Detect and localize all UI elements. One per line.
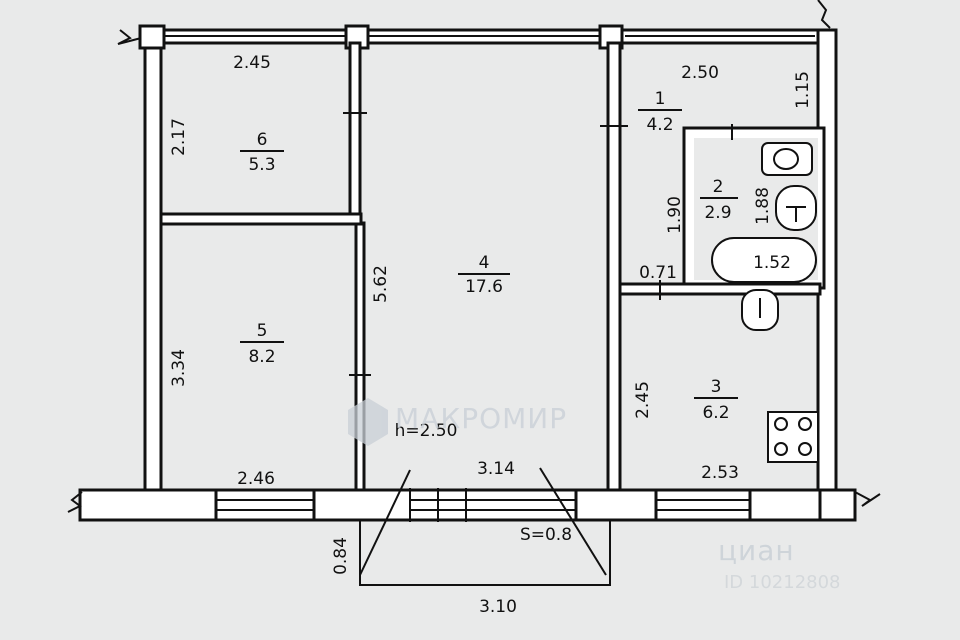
dim-door-width: 0.71 bbox=[639, 263, 677, 283]
dim-room4-height: 5.62 bbox=[371, 265, 391, 303]
dim-room5-height: 3.34 bbox=[169, 349, 189, 387]
svg-text:ID 10212808: ID 10212808 bbox=[724, 572, 841, 593]
svg-text:3: 3 bbox=[711, 377, 722, 397]
balcony-area: S=0.8 bbox=[520, 525, 572, 545]
dim-balcony-width: 3.10 bbox=[479, 597, 517, 617]
brand-watermark: МАКРОМИР bbox=[348, 398, 567, 446]
cian-watermark: циан ID 10212808 bbox=[718, 534, 841, 593]
svg-text:1: 1 bbox=[655, 89, 666, 109]
brand-logo-icon bbox=[348, 398, 388, 446]
svg-text:циан: циан bbox=[718, 534, 795, 567]
dim-bottom-mid: 3.14 bbox=[477, 459, 515, 479]
svg-text:6.2: 6.2 bbox=[702, 403, 729, 423]
dim-room6-height: 2.17 bbox=[169, 118, 189, 156]
svg-text:4.2: 4.2 bbox=[646, 115, 673, 135]
svg-text:6: 6 bbox=[257, 130, 268, 150]
room-label-5: 5 8.2 bbox=[240, 321, 284, 367]
dim-room1-height: 1.90 bbox=[665, 196, 685, 234]
svg-text:5: 5 bbox=[257, 321, 268, 341]
wall-columns bbox=[138, 24, 822, 522]
dim-right-small: 1.15 bbox=[793, 71, 813, 109]
dim-bottom-right: 2.53 bbox=[701, 463, 739, 483]
svg-text:8.2: 8.2 bbox=[248, 347, 275, 367]
bottom-windows bbox=[216, 488, 750, 522]
dim-balcony-depth: 0.84 bbox=[331, 537, 351, 575]
ceiling-height: h=2.50 bbox=[395, 421, 458, 441]
dim-room2-height: 1.88 bbox=[753, 187, 773, 225]
sink-icon bbox=[775, 185, 817, 231]
svg-text:4: 4 bbox=[479, 253, 490, 273]
room-label-3: 3 6.2 bbox=[694, 377, 738, 423]
svg-text:17.6: 17.6 bbox=[465, 277, 503, 297]
balcony bbox=[359, 467, 611, 586]
dimension-labels: 2.45 2.50 1.15 2.17 3.34 5.62 1.90 1.88 … bbox=[169, 53, 813, 617]
svg-text:2: 2 bbox=[713, 177, 724, 197]
bathroom-fixtures bbox=[711, 142, 819, 463]
kitchen-sink-icon bbox=[741, 289, 779, 331]
svg-text:2.9: 2.9 bbox=[704, 203, 731, 223]
dim-bottom-left: 2.46 bbox=[237, 469, 275, 489]
room-label-2: 2 2.9 bbox=[700, 177, 738, 223]
stove-icon bbox=[767, 411, 819, 463]
room-label-6: 6 5.3 bbox=[240, 130, 284, 175]
dim-top-left: 2.45 bbox=[233, 53, 271, 73]
svg-text:МАКРОМИР: МАКРОМИР bbox=[395, 402, 567, 435]
toilet-icon bbox=[761, 142, 813, 176]
room-label-1: 1 4.2 bbox=[638, 89, 682, 135]
dim-bath-width: 1.52 bbox=[753, 253, 791, 273]
bathtub-icon bbox=[711, 237, 817, 283]
dim-room3-height: 2.45 bbox=[633, 381, 653, 419]
outer-walls bbox=[67, 0, 881, 522]
dim-top-right: 2.50 bbox=[681, 63, 719, 83]
room-label-4: 4 17.6 bbox=[458, 253, 510, 297]
svg-text:5.3: 5.3 bbox=[248, 155, 275, 175]
door-marks bbox=[343, 112, 733, 376]
